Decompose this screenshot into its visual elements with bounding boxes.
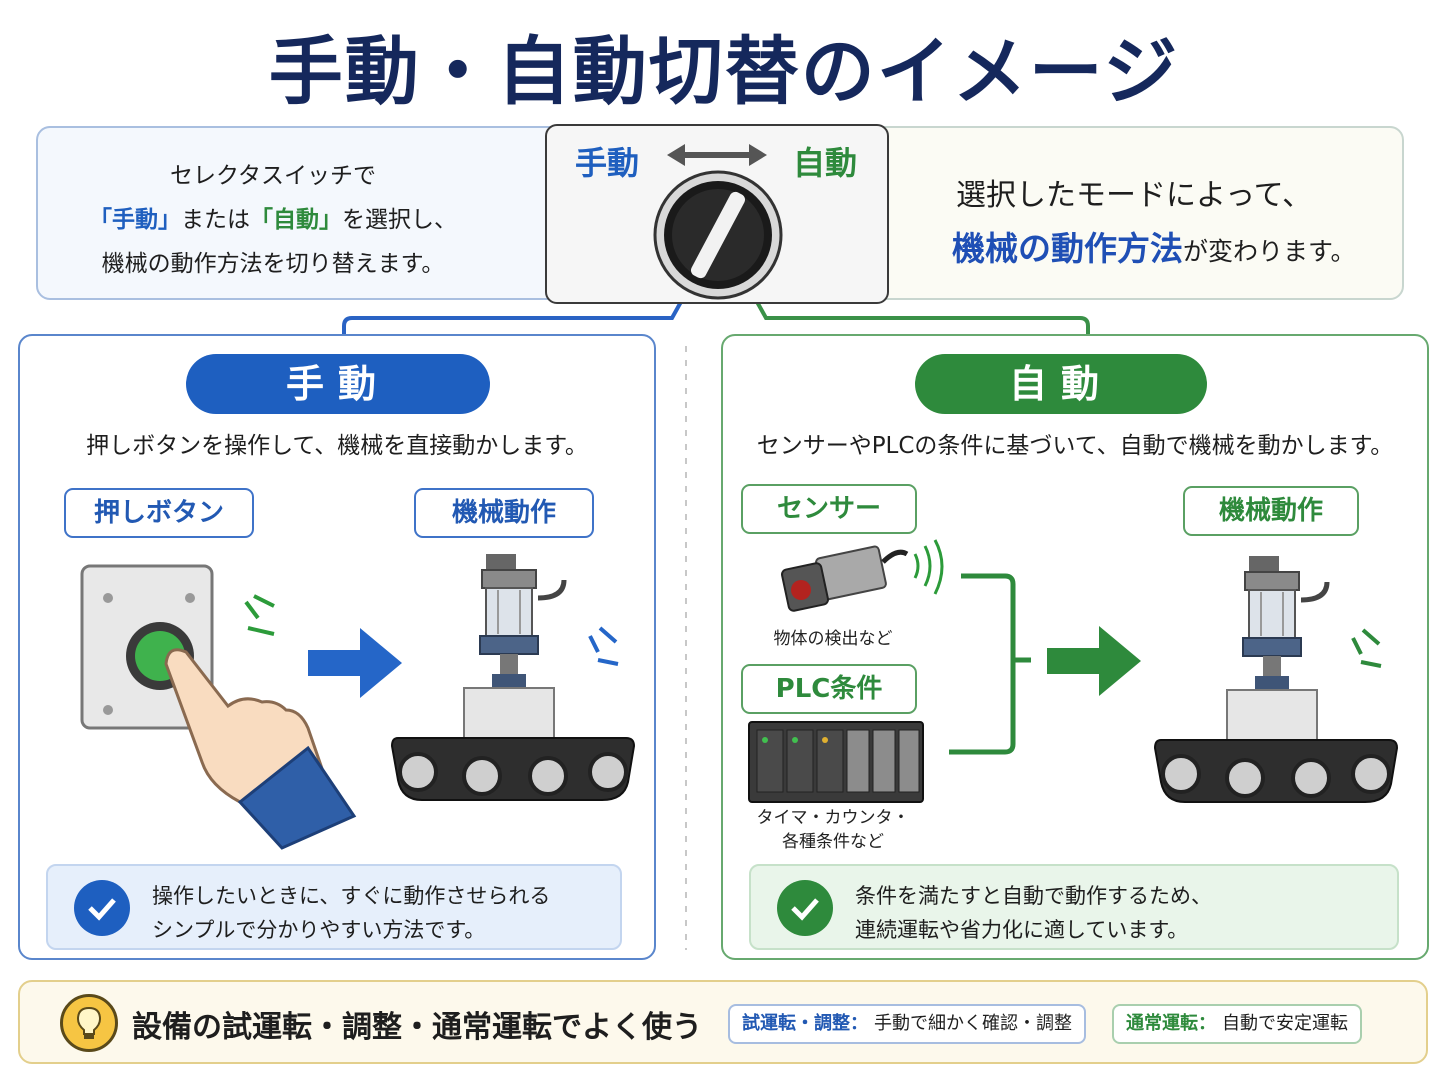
intro-right-highlight: 機械の動作方法 xyxy=(952,229,1183,268)
manual-note-line-1: 操作したいときに、すぐに動作させられる xyxy=(152,884,551,908)
plc-icon xyxy=(748,721,924,803)
plc-caption-line-2: 各種条件など xyxy=(782,832,884,852)
footer-main-text: 設備の試運転・調整・通常運転でよく使う xyxy=(132,1010,702,1045)
sensor-tag: センサー xyxy=(741,484,917,534)
intro-line-3: 機械の動作方法を切り替えます。 xyxy=(101,251,445,277)
auto-pill: 自動 xyxy=(915,354,1207,414)
footer-box-trial-value: 手動で細かく確認・調整 xyxy=(874,1013,1072,1034)
plc-caption-line-1: タイマ・カウンタ・ xyxy=(756,808,910,828)
intro-mid: または xyxy=(181,207,250,233)
manual-pill: 手動 xyxy=(186,354,490,414)
selector-manual-label: 手動 xyxy=(575,144,640,182)
manual-description: 押しボタンを操作して、機械を直接動かします。 xyxy=(86,433,588,459)
auto-description: センサーやPLCの条件に基づいて、自動で機械を動かします。 xyxy=(756,433,1394,459)
footer-box-trial-key: 試運転・調整： xyxy=(742,1013,868,1034)
auto-quote: 「自動」 xyxy=(250,207,342,233)
sensor-caption: 物体の検出など xyxy=(773,629,893,649)
footer-box-normal: 通常運転： 自動で安定運転 xyxy=(1112,1004,1362,1044)
page-title: 手動・自動切替のイメージ xyxy=(268,29,1180,115)
manual-panel: 手動 押しボタンを操作して、機械を直接動かします。 押しボタン 機械動作 xyxy=(18,334,656,960)
lightbulb-icon xyxy=(60,994,118,1052)
manual-flow-arrow xyxy=(308,628,402,698)
manual-machine-tag: 機械動作 xyxy=(414,488,594,538)
intro-line-2-end: を選択し、 xyxy=(342,207,457,233)
auto-flow-arrow xyxy=(1047,626,1141,696)
intro-right-box: 選択したモードによって、 機械の動作方法が変わります。 xyxy=(870,126,1404,300)
selector-switch-panel: 手動 自動 xyxy=(545,124,889,304)
auto-bracket-connector xyxy=(949,573,1031,755)
intro-right-line-2: 機械の動作方法が変わります。 xyxy=(952,222,1356,270)
intro-left-box: セレクタスイッチで 「手動」または「自動」を選択し、 機械の動作方法を切り替えま… xyxy=(36,126,566,300)
plc-caption: タイマ・カウンタ・各種条件など xyxy=(743,806,923,854)
selector-auto-label: 自動 xyxy=(793,144,858,182)
selector-switch-icon[interactable] xyxy=(653,170,783,300)
auto-note-line-2: 連続運転や省力化に適しています。 xyxy=(855,918,1189,942)
auto-machine-tag: 機械動作 xyxy=(1183,486,1359,536)
intro-right-line-1: 選択したモードによって、 xyxy=(956,178,1313,213)
intro-line-2: 「手動」または「自動」を選択し、 xyxy=(38,200,508,234)
check-icon xyxy=(777,880,833,936)
auto-machine-icon xyxy=(1153,556,1399,803)
double-arrow-icon xyxy=(667,144,767,166)
footer-box-normal-value: 自動で安定運転 xyxy=(1222,1013,1348,1034)
auto-note: 条件を満たすと自動で動作するため、 連続運転や省力化に適しています。 xyxy=(749,864,1399,950)
plc-tag: PLC条件 xyxy=(741,664,917,714)
manual-machine-icon xyxy=(390,554,636,801)
push-button-tag: 押しボタン xyxy=(64,488,254,538)
footer-box-trial: 試運転・調整： 手動で細かく確認・調整 xyxy=(728,1004,1086,1044)
check-icon xyxy=(74,880,130,936)
footer-box-normal-key: 通常運転： xyxy=(1126,1013,1216,1034)
hand-icon xyxy=(164,648,357,850)
auto-note-line-1: 条件を満たすと自動で動作するため、 xyxy=(855,884,1212,908)
manual-note: 操作したいときに、すぐに動作させられる シンプルで分かりやすい方法です。 xyxy=(46,864,622,950)
intro-line-1: セレクタスイッチで xyxy=(169,163,377,189)
auto-panel: 自動 センサーやPLCの条件に基づいて、自動で機械を動かします。 センサー 物体… xyxy=(721,334,1429,960)
sensor-icon xyxy=(781,539,944,612)
manual-quote: 「手動」 xyxy=(89,207,181,233)
footer-bar: 設備の試運転・調整・通常運転でよく使う 試運転・調整： 手動で細かく確認・調整 通… xyxy=(18,980,1428,1064)
intro-right-line-2-end: が変わります。 xyxy=(1183,237,1356,266)
manual-note-line-2: シンプルで分かりやすい方法です。 xyxy=(152,918,486,942)
